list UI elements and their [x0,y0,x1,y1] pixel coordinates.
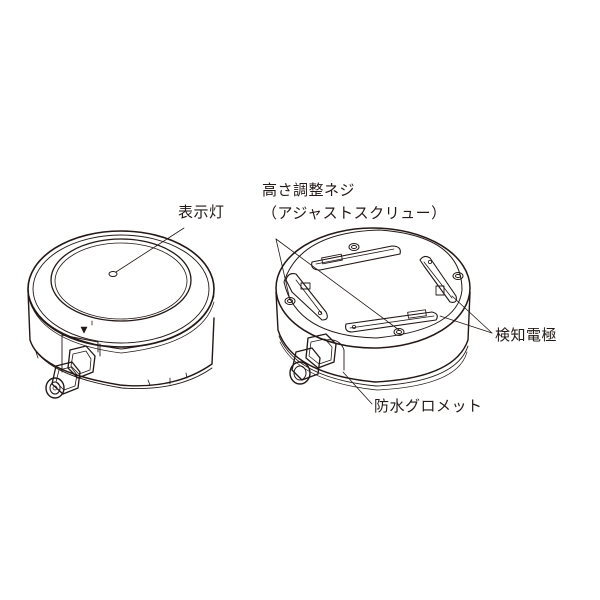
label-height-screw-alt: （アジャストスクリュー） [262,204,447,222]
leader-screw-a [275,238,291,301]
label-waterproof-grommet: 防水グロメット [374,397,483,415]
leader-lines [115,227,493,405]
label-indicator-lamp: 表示灯 [178,203,225,221]
adjust-screws [284,243,464,336]
indicator-lamp-dot [108,271,118,277]
leader-electrode-b [451,295,493,334]
label-detection-electrode: 検知電極 [495,326,558,344]
leader-electrode-a [439,315,493,334]
electrode-left [285,273,328,321]
right-grommet [289,333,337,385]
electrode-right [419,255,457,303]
leader-indicator [115,227,185,273]
left-grommet [45,345,96,399]
bottom-view-unit [275,227,471,391]
leader-screw-b [275,238,400,331]
top-view-unit [27,230,215,399]
electrode-top [311,245,401,271]
leader-grommet [342,371,373,405]
electrode-bottom [345,309,438,333]
label-height-screw: 高さ調整ネジ [262,181,356,199]
